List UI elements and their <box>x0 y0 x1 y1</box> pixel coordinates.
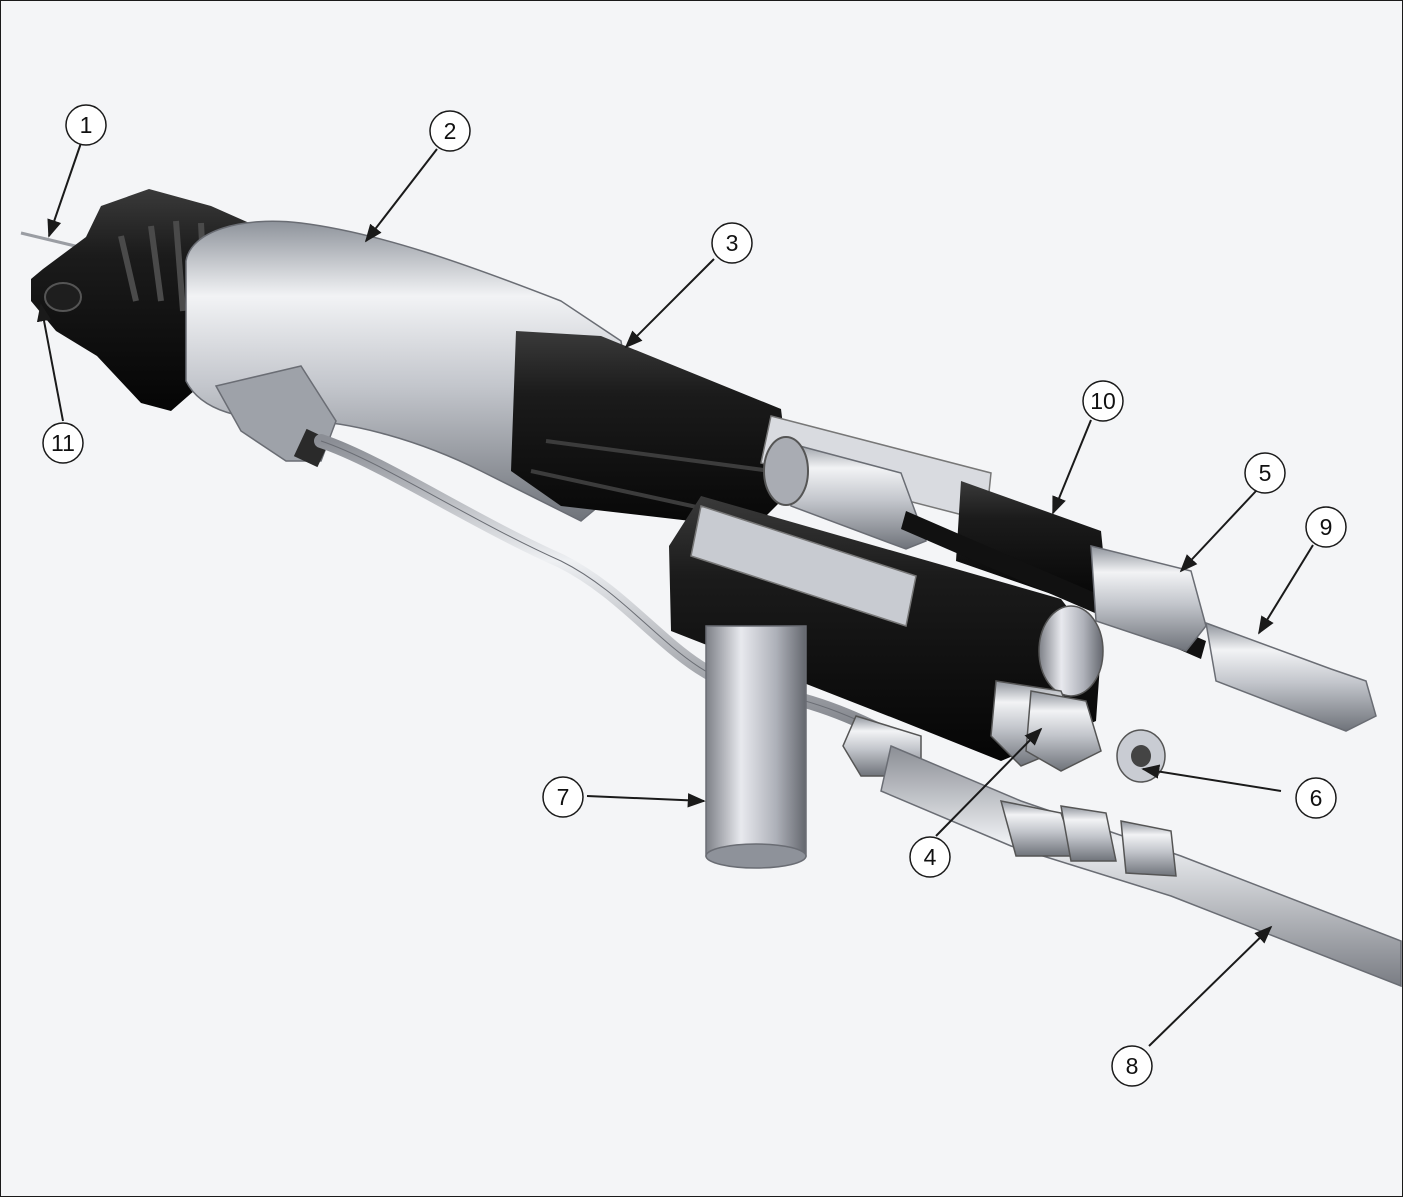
leader-7 <box>586 793 706 808</box>
fitting-5 <box>1090 545 1207 652</box>
mounting-post <box>705 625 807 869</box>
callout-2-label: 2 <box>444 118 457 144</box>
rear-connectors <box>990 605 1166 783</box>
leader-lines <box>36 142 1314 1047</box>
callout-4-label: 4 <box>924 844 937 870</box>
callout-9: 9 <box>1305 506 1347 548</box>
hose-coupling <box>999 800 1177 877</box>
callout-3: 3 <box>711 222 753 264</box>
leader-3 <box>624 258 715 349</box>
callout-10: 10 <box>1082 380 1124 422</box>
callout-8-label: 8 <box>1126 1053 1139 1079</box>
callouts: 1 2 3 4 5 6 7 8 <box>42 104 1347 1087</box>
leader-9 <box>1258 544 1314 635</box>
callout-2: 2 <box>429 110 471 152</box>
leader-6 <box>1141 764 1282 792</box>
callout-9-label: 9 <box>1320 514 1333 540</box>
callout-8: 8 <box>1111 1045 1153 1087</box>
callout-7: 7 <box>542 776 584 818</box>
callout-4: 4 <box>909 836 951 878</box>
callout-7-label: 7 <box>557 784 570 810</box>
fitting-9 <box>1205 621 1377 732</box>
gun-illustration <box>20 189 1402 988</box>
leader-1 <box>47 142 82 238</box>
leader-8 <box>1148 925 1273 1047</box>
callout-1: 1 <box>65 104 107 146</box>
leader-11 <box>36 303 64 422</box>
callout-10-label: 10 <box>1090 388 1116 414</box>
callout-11: 11 <box>42 422 84 464</box>
callout-1-label: 1 <box>80 112 93 138</box>
callout-11-label: 11 <box>51 430 75 456</box>
gun-body-black <box>511 331 791 541</box>
leader-5 <box>1179 490 1257 573</box>
callout-3-label: 3 <box>726 230 739 256</box>
housing-label <box>690 505 917 627</box>
leader-4 <box>935 727 1043 837</box>
callout-6-label: 6 <box>1310 785 1323 811</box>
leader-10 <box>1052 419 1092 515</box>
leader-2 <box>364 148 438 243</box>
callout-5: 5 <box>1244 452 1286 494</box>
callout-6: 6 <box>1295 777 1337 819</box>
callout-5-label: 5 <box>1259 460 1272 486</box>
rear-block <box>956 481 1106 606</box>
